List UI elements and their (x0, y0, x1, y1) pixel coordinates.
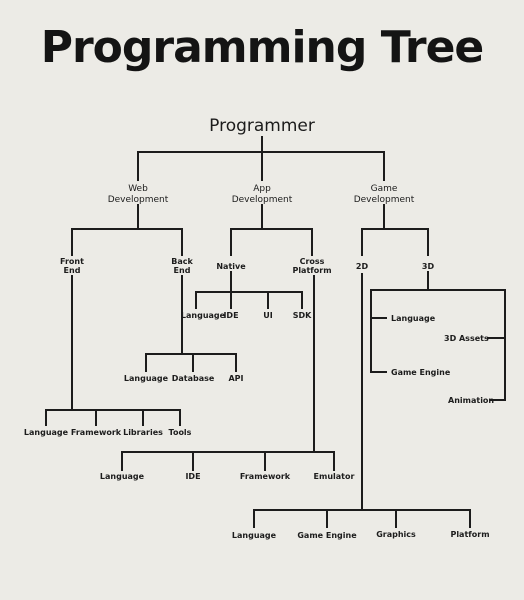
native-item: Language (181, 311, 226, 320)
web-development-node-line2: Development (108, 195, 169, 205)
back-end-node-line1: Back (171, 257, 193, 266)
cross-platform-node-line2: Platform (292, 266, 331, 275)
native-item: SDK (293, 311, 312, 320)
back-end-item: API (228, 374, 243, 383)
native-item: UI (263, 311, 272, 320)
cross-platform-item: Emulator (314, 472, 355, 481)
front-end-node-line2: End (64, 266, 81, 275)
front-end-node-line1: Front (60, 257, 84, 266)
game-3d-item: Animation (448, 396, 494, 405)
game-3d-item: 3D Assets (444, 334, 489, 343)
game-3d-item: Game Engine (391, 368, 451, 377)
game-2d-item: Platform (450, 530, 489, 539)
game-2d-item: Language (232, 531, 277, 540)
game-development-node-line2: Development (354, 195, 415, 205)
front-end-item: Tools (169, 428, 192, 437)
cross-platform-item: Language (100, 472, 145, 481)
native-node: Native (216, 262, 246, 271)
connector-lines (45, 136, 506, 528)
app-development-node-line1: App (253, 184, 271, 194)
game-2d-item: Graphics (376, 530, 416, 539)
game-2d-item: Game Engine (297, 531, 357, 540)
game-3d-item: Language (391, 314, 436, 323)
web-development-node-line1: Web (128, 184, 148, 194)
app-development-node-line2: Development (232, 195, 293, 205)
game-3d-node: 3D (422, 262, 435, 271)
cross-platform-item: IDE (185, 472, 200, 481)
game-development-node-line1: Game (371, 184, 398, 194)
front-end-item: Language (24, 428, 69, 437)
back-end-item: Language (124, 374, 169, 383)
root-node: Programmer (209, 116, 315, 136)
cross-platform-node-line1: Cross (300, 257, 325, 266)
back-end-item: Database (172, 374, 215, 383)
front-end-item: Libraries (123, 428, 163, 437)
game-2d-node: 2D (356, 262, 369, 271)
page-title: Programming Tree (40, 22, 485, 73)
front-end-item: Framework (71, 428, 122, 437)
native-item: IDE (223, 311, 238, 320)
back-end-node-line2: End (174, 266, 191, 275)
cross-platform-item: Framework (240, 472, 291, 481)
